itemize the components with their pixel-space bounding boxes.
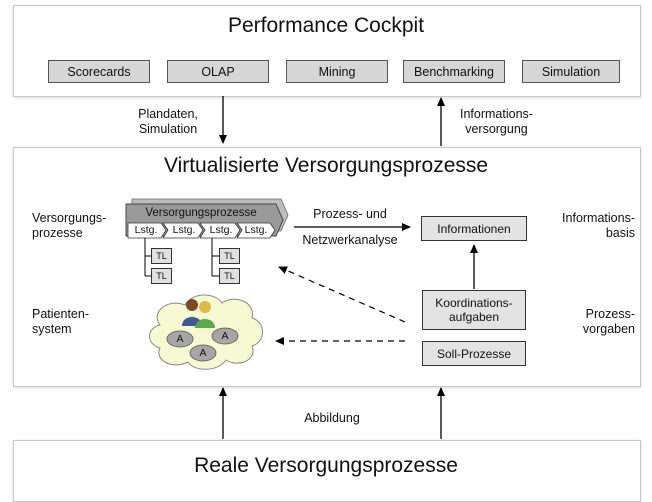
informationsbasis-label: Informations- basis	[562, 211, 635, 240]
tool-benchmarking: Benchmarking	[403, 60, 505, 83]
informationsversorgung-label: Informations- versorgung	[460, 107, 533, 136]
actor-label-2: A	[221, 330, 229, 342]
step-4	[236, 222, 276, 239]
actor-label-1: A	[176, 333, 184, 345]
actor-ellipse-1	[166, 330, 194, 348]
dashed-arrow-upper	[278, 266, 406, 323]
informationen-box: Informationen	[421, 216, 527, 241]
tool-olap: OLAP	[167, 60, 269, 83]
diagram-graphics	[125, 96, 478, 439]
tl-connector-left	[144, 238, 151, 277]
bottom-title: Reale Versorgungsprozesse	[194, 454, 458, 477]
tl-box-3: TL	[219, 248, 240, 264]
tl-connector-right	[211, 238, 219, 277]
abbildung-label: Abbildung	[304, 411, 360, 425]
virtual-process-panel	[13, 147, 641, 387]
people-icon	[182, 299, 215, 328]
patientensystem-label: Patienten- system	[32, 307, 89, 336]
tool-simulation: Simulation	[522, 60, 620, 83]
patient-cloud	[149, 294, 263, 370]
tool-mining: Mining	[286, 60, 388, 83]
prozessvorgaben-label: Prozess- vorgaben	[582, 307, 635, 336]
step-label-1: Lstg.	[134, 224, 158, 236]
versorgungsprozesse-label: Versorgungs- prozesse	[32, 211, 107, 240]
step-label-4: Lstg.	[244, 224, 268, 236]
step-3	[199, 222, 241, 239]
actor-ellipse-3	[189, 344, 217, 362]
step-label-2: Lstg.	[172, 224, 196, 236]
tl-box-1: TL	[151, 248, 172, 264]
soll-prozesse-box: Soll-Prozesse	[422, 341, 526, 366]
process-steps	[127, 222, 276, 239]
analysis-label-1: Prozess- und	[313, 207, 387, 221]
tl-box-4: TL	[219, 268, 240, 284]
cockpit-title: Performance Cockpit	[227, 14, 425, 37]
plandaten-label: Plandaten, Simulation	[138, 107, 198, 136]
koordinationsaufgaben-box: Koordinations- aufgaben	[422, 290, 526, 330]
step-1	[127, 222, 167, 239]
analysis-label-2: Netzwerkanalyse	[302, 233, 398, 247]
step-2	[162, 222, 204, 239]
process-title: Versorgungsprozesse	[145, 207, 257, 219]
actor-ellipse-2	[211, 327, 239, 345]
actor-label-3: A	[199, 347, 207, 359]
tl-box-2: TL	[151, 268, 172, 284]
middle-title: Virtualisierte Versorgungsprozesse	[163, 154, 489, 177]
step-label-3: Lstg.	[209, 224, 233, 236]
tool-scorecards: Scorecards	[48, 60, 150, 83]
